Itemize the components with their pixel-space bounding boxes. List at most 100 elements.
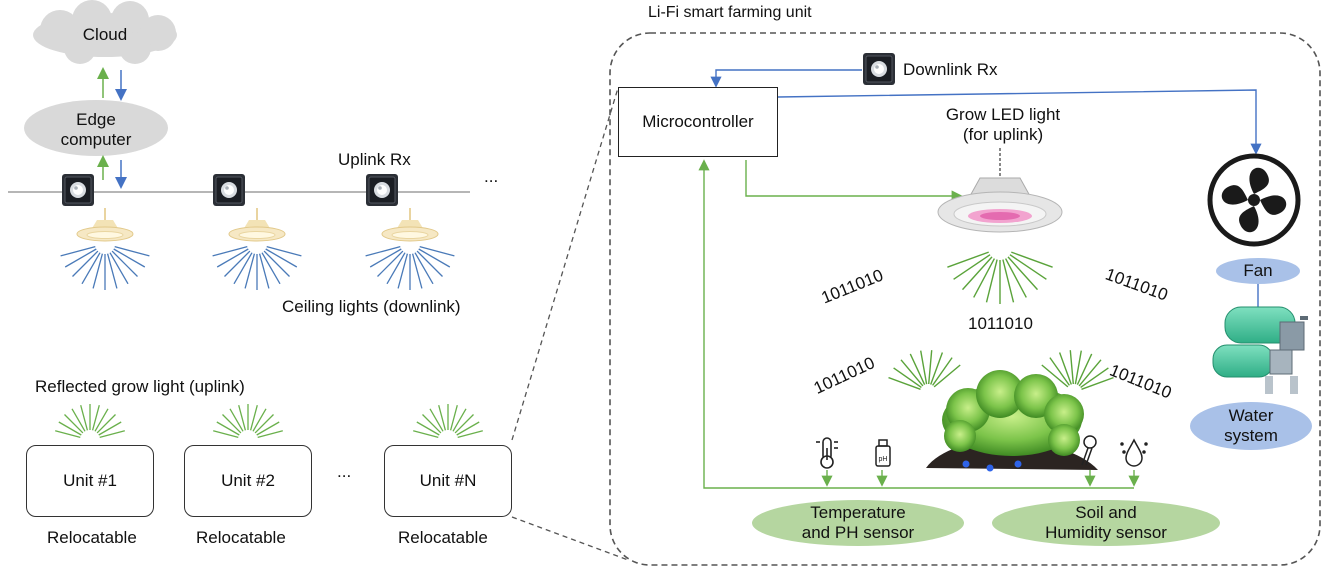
- light-ray: [457, 430, 483, 439]
- light-ray: [216, 421, 240, 436]
- bit-stream-label: 1011010: [968, 314, 1033, 333]
- light-ray: [222, 414, 242, 434]
- fan-control-wire: [777, 89, 1262, 155]
- relocatable-label: Relocatable: [398, 528, 488, 547]
- uplink-rx-icon: [365, 173, 399, 207]
- light-ray: [213, 430, 239, 439]
- unit-label: Unit #N: [419, 471, 477, 490]
- light-ray: [80, 405, 89, 431]
- light-ray: [1002, 259, 1015, 303]
- unit-label: Unit #2: [221, 471, 275, 490]
- unit-1-box: Unit #1: [26, 445, 154, 517]
- light-ray: [252, 408, 267, 432]
- ceiling-lights-label: Ceiling lights (downlink): [282, 297, 461, 316]
- reflected-grow-light-label: Reflected grow light (uplink): [35, 377, 245, 396]
- relocatable-label: Relocatable: [196, 528, 286, 547]
- light-ray: [454, 414, 474, 434]
- light-ray: [1080, 367, 1109, 388]
- light-ray: [254, 414, 274, 434]
- temperature-ph-sensor-label: Temperature and PH sensor: [801, 503, 915, 542]
- light-ray: [263, 250, 290, 277]
- unit-label: Unit #1: [63, 471, 117, 490]
- uplink-rx-icon: [61, 173, 95, 207]
- ceiling-light-icon: [76, 207, 134, 242]
- light-ray: [233, 252, 253, 285]
- light-ray: [973, 258, 996, 298]
- light-ray: [920, 350, 928, 385]
- plant-icon: [926, 370, 1098, 472]
- light-ray: [947, 251, 989, 268]
- light-ray: [1007, 256, 1039, 291]
- grow-led-light-label: Grow LED light (for uplink): [945, 105, 1061, 144]
- fan-label: Fan: [1243, 261, 1273, 281]
- light-ray: [1074, 350, 1082, 385]
- unit-2-box: Unit #2: [184, 445, 312, 517]
- unit-n-box: Unit #N: [384, 445, 512, 517]
- light-ray: [397, 253, 409, 289]
- light-ray: [953, 254, 991, 280]
- light-ray: [238, 405, 247, 431]
- uplink-light-rays: [55, 404, 483, 439]
- downlink-rx-icon: [862, 52, 896, 86]
- light-ray: [266, 245, 302, 257]
- edge-computer-label: Edge computer: [60, 110, 132, 149]
- zoom-line: [511, 87, 619, 441]
- light-ray: [99, 430, 125, 439]
- ellipsis: ...: [484, 167, 499, 186]
- light-ray: [94, 408, 109, 432]
- light-ray: [900, 359, 924, 387]
- grow-led-light-icon: [937, 148, 1063, 233]
- light-ray: [419, 245, 455, 257]
- uplink-rx-icon: [212, 173, 246, 207]
- downlink-light-rays: [60, 245, 455, 290]
- ceiling-light-icon: [228, 207, 286, 242]
- light-ray: [928, 350, 933, 385]
- light-ray: [92, 253, 104, 289]
- light-ray: [244, 253, 256, 289]
- thermometer-icon: [816, 437, 838, 469]
- light-ray: [106, 253, 118, 289]
- light-ray: [438, 405, 447, 431]
- water-system-ellipse: Water system: [1190, 402, 1312, 450]
- water-pump-icon: [1212, 306, 1308, 394]
- grow-light-rays: [888, 251, 1114, 390]
- microcontroller-label: Microcontroller: [642, 112, 754, 131]
- light-ray: [60, 245, 96, 257]
- sensor-bus-wire: [698, 159, 1134, 489]
- light-ray: [411, 253, 423, 289]
- light-ray: [91, 405, 100, 431]
- fan-ellipse: Fan: [1216, 258, 1300, 284]
- light-ray: [386, 252, 406, 285]
- light-ray: [933, 364, 961, 388]
- edge-computer-ellipse: [24, 100, 168, 156]
- light-ray: [456, 421, 480, 436]
- light-ray: [1058, 352, 1072, 385]
- light-ray: [212, 245, 248, 257]
- light-ray: [81, 252, 101, 285]
- microcontroller-box: Microcontroller: [618, 87, 778, 157]
- light-ray: [249, 405, 258, 431]
- units-ellipsis: ...: [337, 462, 352, 481]
- light-ray: [58, 421, 82, 436]
- light-ray: [909, 353, 926, 385]
- light-ray: [985, 259, 998, 303]
- light-ray: [961, 256, 993, 291]
- light-ray: [114, 245, 150, 257]
- soil-probe-icon: [1081, 435, 1097, 466]
- light-ray: [930, 352, 944, 385]
- light-ray: [888, 376, 921, 390]
- light-ray: [365, 245, 401, 257]
- light-ray: [416, 250, 443, 277]
- cloud-label: Cloud: [82, 25, 128, 44]
- downlink-rx-label: Downlink Rx: [903, 60, 998, 79]
- light-ray: [1069, 350, 1074, 385]
- soil-humidity-sensor-ellipse: Soil and Humidity sensor: [992, 500, 1220, 546]
- light-ray: [257, 430, 283, 439]
- light-ray: [413, 430, 439, 439]
- ph-icon: pH: [875, 439, 891, 467]
- temperature-ph-sensor-ellipse: Temperature and PH sensor: [752, 500, 964, 546]
- light-ray: [452, 408, 467, 432]
- fan-icon: [1207, 153, 1301, 247]
